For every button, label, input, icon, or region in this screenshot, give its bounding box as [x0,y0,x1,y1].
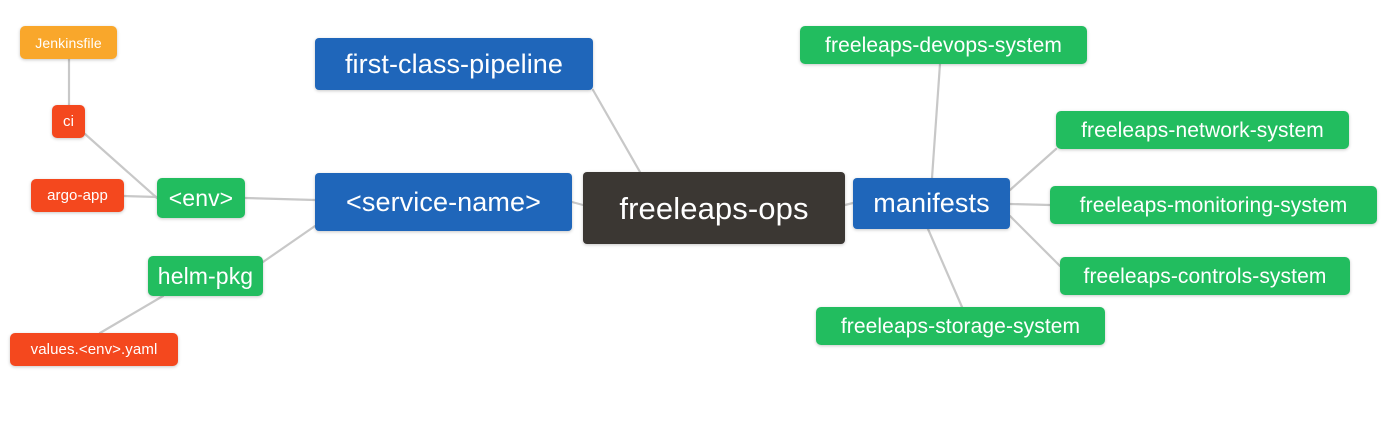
node-jenkinsfile[interactable]: Jenkinsfile [20,26,117,59]
node-first-class-pipeline[interactable]: first-class-pipeline [315,38,593,90]
node-label-env: <env> [168,184,234,211]
node-freeleaps-devops-system[interactable]: freeleaps-devops-system [800,26,1087,64]
node-freeleaps-controls-system[interactable]: freeleaps-controls-system [1060,257,1350,295]
edge-manifests-to-freeleaps-storage-system [926,227,964,309]
node-values-env-yaml[interactable]: values.<env>.yaml [10,333,178,366]
node-manifests[interactable]: manifests [853,178,1010,229]
node-helm-pkg[interactable]: helm-pkg [148,256,263,296]
edge-freeleaps-devops-system-to-manifests [930,62,942,180]
node-label-manifests: manifests [873,188,990,218]
node-argo-app[interactable]: argo-app [31,179,124,212]
node-label-ci: ci [62,113,75,130]
edge-freeleaps-ops-to-manifests [843,201,855,207]
node-label-helm-pkg: helm-pkg [157,262,254,289]
edge-first-class-pipeline-to-freeleaps-ops [591,88,642,174]
node-freeleaps-network-system[interactable]: freeleaps-network-system [1056,111,1349,149]
node-env[interactable]: <env> [157,178,245,218]
node-freeleaps-ops[interactable]: freeleaps-ops [583,172,845,244]
node-label-first-class-pipeline: first-class-pipeline [344,48,564,79]
node-freeleaps-storage-system[interactable]: freeleaps-storage-system [816,307,1105,345]
edge-argo-app-to-env [122,194,159,199]
node-label-freeleaps-monitoring-system: freeleaps-monitoring-system [1079,193,1348,217]
edge-helm-pkg-to-values-env-yaml [98,294,165,335]
node-service-name[interactable]: <service-name> [315,173,572,231]
node-ci[interactable]: ci [52,105,85,138]
node-label-freeleaps-ops: freeleaps-ops [619,190,809,226]
edge-manifests-to-freeleaps-network-system [1008,147,1058,192]
edge-manifests-to-freeleaps-monitoring-system [1008,202,1052,207]
node-label-freeleaps-storage-system: freeleaps-storage-system [840,314,1081,338]
node-label-argo-app: argo-app [47,187,108,204]
node-label-values-env-yaml: values.<env>.yaml [30,341,158,358]
node-label-jenkinsfile: Jenkinsfile [35,34,102,51]
edge-env-to-service-name [243,196,317,202]
node-freeleaps-monitoring-system[interactable]: freeleaps-monitoring-system [1050,186,1377,224]
node-label-service-name: <service-name> [346,186,541,217]
node-label-freeleaps-devops-system: freeleaps-devops-system [825,33,1062,57]
edge-service-name-to-freeleaps-ops [570,200,585,207]
node-label-freeleaps-network-system: freeleaps-network-system [1081,118,1324,142]
node-label-freeleaps-controls-system: freeleaps-controls-system [1083,264,1327,288]
edge-service-name-to-helm-pkg [261,224,317,264]
